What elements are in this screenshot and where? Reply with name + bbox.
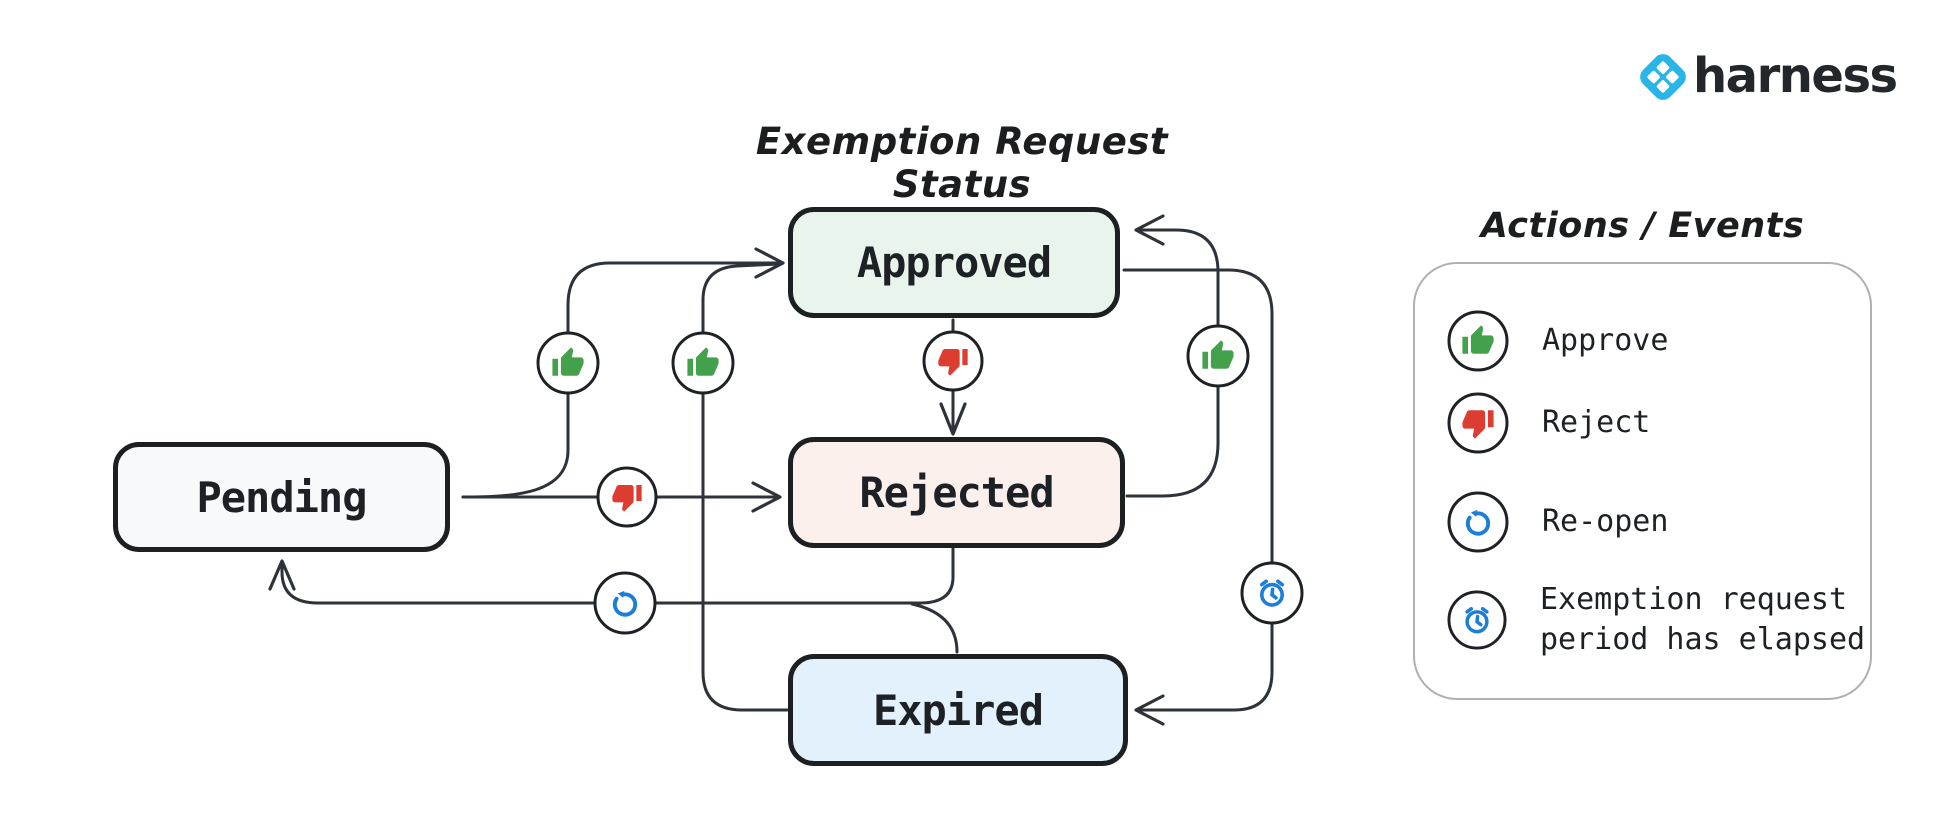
legend-label: Re-open: [1542, 504, 1669, 540]
state-label: Approved: [856, 238, 1052, 287]
state-label: Expired: [872, 685, 1044, 735]
reopen-icon: [1447, 491, 1509, 553]
thumb-up-icon: [536, 331, 600, 395]
thumb-down-icon: [1447, 392, 1509, 454]
harness-logo-icon: [1640, 54, 1686, 100]
legend-title: Actions / Events: [1480, 206, 1805, 246]
edge-approved-expired: [1122, 268, 1274, 712]
edge-expired-approved: [701, 262, 789, 712]
legend-label: Exemption request period has elapsed: [1540, 582, 1866, 657]
arrowhead-into-rejected-top: [939, 402, 967, 436]
arrowhead-into-approved-left: [754, 247, 785, 279]
reopen-icon: [593, 571, 657, 635]
legend-item-approve: Approve: [1447, 310, 1668, 372]
brand-name: harness: [1693, 48, 1898, 104]
legend-item-elapsed: Exemption request period has elapsed: [1447, 580, 1870, 660]
legend-label: Approve: [1542, 323, 1669, 359]
edge-expired-pending: [910, 602, 959, 654]
legend-item-reject: Reject: [1447, 392, 1650, 454]
state-approved: Approved: [788, 207, 1120, 318]
state-label: Pending: [196, 472, 367, 522]
thumb-up-icon: [671, 331, 735, 395]
thumb-up-icon: [1447, 310, 1509, 372]
edge-rejected-approved: [1125, 228, 1220, 498]
state-rejected: Rejected: [788, 437, 1125, 548]
arrowhead-into-expired-right: [1134, 694, 1165, 726]
legend-label: Reject: [1542, 405, 1651, 441]
legend-item-reopen: Re-open: [1447, 491, 1668, 553]
alarm-clock-icon: [1447, 590, 1507, 650]
state-pending: Pending: [113, 442, 450, 552]
thumb-down-icon: [922, 330, 984, 392]
arrowhead-into-rejected-left: [751, 481, 782, 513]
state-label: Rejected: [859, 468, 1054, 517]
state-expired: Expired: [788, 654, 1128, 766]
thumb-up-icon: [1186, 324, 1250, 388]
arrowhead-into-pending-bottom: [268, 559, 296, 591]
thumb-down-icon: [596, 466, 658, 528]
alarm-clock-icon: [1240, 561, 1304, 625]
edge-pending-approved: [461, 261, 781, 499]
arrowhead-into-approved-right: [1134, 214, 1165, 246]
brand-logo: harness: [1636, 48, 1898, 104]
diagram-title: Exemption Request Status: [755, 120, 1169, 206]
legend-box: Approve Reject Re-open Exemption request…: [1413, 262, 1872, 700]
